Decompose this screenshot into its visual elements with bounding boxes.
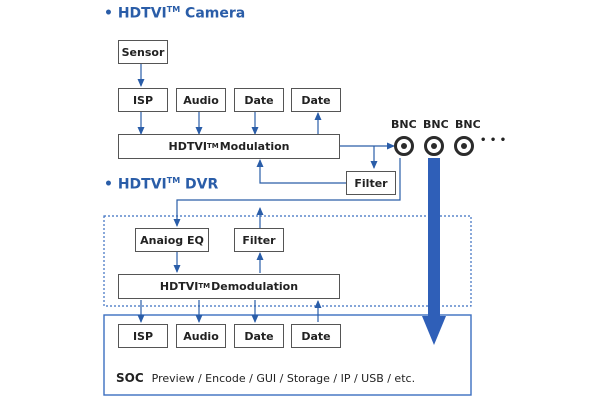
soc-enclosure	[103, 314, 472, 396]
camera-date-label-1: Date	[244, 93, 274, 107]
bnc-connector-1-icon	[394, 136, 414, 156]
analog-eq-label: Anaiog EQ	[140, 233, 204, 247]
bnc-connector-3-icon	[454, 136, 474, 156]
analog-eq-box: Anaiog EQ	[135, 228, 209, 252]
camera-heading: • HDTVITM Camera	[104, 5, 245, 22]
dvr-enclosure	[103, 215, 472, 307]
sensor-box: Sensor	[118, 40, 168, 64]
soc-date-label-1: Date	[244, 329, 274, 343]
demodulation-suffix: Demodulation	[211, 280, 299, 293]
big-arrow-head	[422, 316, 446, 345]
soc-isp-label: ISP	[132, 329, 154, 343]
soc-functions: Preview / Encode / GUI / Storage / IP / …	[151, 372, 416, 385]
dvr-heading-suffix: DVR	[180, 176, 219, 193]
dvr-filter-label: Filter	[242, 233, 276, 247]
soc-date-label-2: Date	[301, 329, 331, 343]
camera-heading-suffix: Camera	[180, 5, 246, 22]
demodulation-tm: TM	[198, 281, 211, 290]
soc-description: SOC Preview / Encode / GUI / Storage / IP…	[116, 371, 415, 385]
soc-audio-label: Audio	[183, 329, 219, 343]
camera-filter-box: Filter	[346, 171, 396, 195]
soc-date-box-1: Date	[234, 324, 284, 348]
dvr-heading-tm: TM	[166, 176, 181, 185]
bnc-label-2: BNC	[423, 118, 449, 131]
arrow-bnc-to-analog-eq	[173, 158, 401, 227]
camera-isp-label: ISP	[132, 93, 154, 107]
camera-audio-label: Audio	[183, 93, 219, 107]
arrow-filter-to-modulation	[256, 159, 346, 184]
camera-heading-tm: TM	[166, 5, 181, 14]
dvr-heading-prefix: • HDTVI	[104, 176, 167, 193]
sensor-label: Sensor	[121, 45, 165, 59]
soc-label: SOC	[116, 371, 144, 385]
camera-date-label-2: Date	[301, 93, 331, 107]
modulation-suffix: Modulation	[219, 140, 290, 153]
bnc-label-1: BNC	[391, 118, 417, 131]
bnc-connector-2-icon	[424, 136, 444, 156]
soc-date-box-2: Date	[291, 324, 341, 348]
dvr-heading: • HDTVITM DVR	[104, 176, 218, 193]
camera-heading-prefix: • HDTVI	[104, 5, 167, 22]
modulation-tm: TM	[206, 141, 219, 150]
camera-audio-box: Audio	[176, 88, 226, 112]
soc-audio-box: Audio	[176, 324, 226, 348]
modulation-prefix: HDTVI	[168, 140, 207, 153]
bnc-more-indicator: • • •	[480, 135, 507, 146]
big-arrow-shaft	[428, 158, 440, 318]
camera-date-box-1: Date	[234, 88, 284, 112]
camera-filter-label: Filter	[354, 176, 388, 190]
camera-isp-box: ISP	[118, 88, 168, 112]
soc-isp-box: ISP	[118, 324, 168, 348]
demodulation-prefix: HDTVI	[159, 280, 199, 293]
dvr-filter-box: Filter	[234, 228, 284, 252]
camera-date-box-2: Date	[291, 88, 341, 112]
bnc-label-3: BNC	[455, 118, 481, 131]
